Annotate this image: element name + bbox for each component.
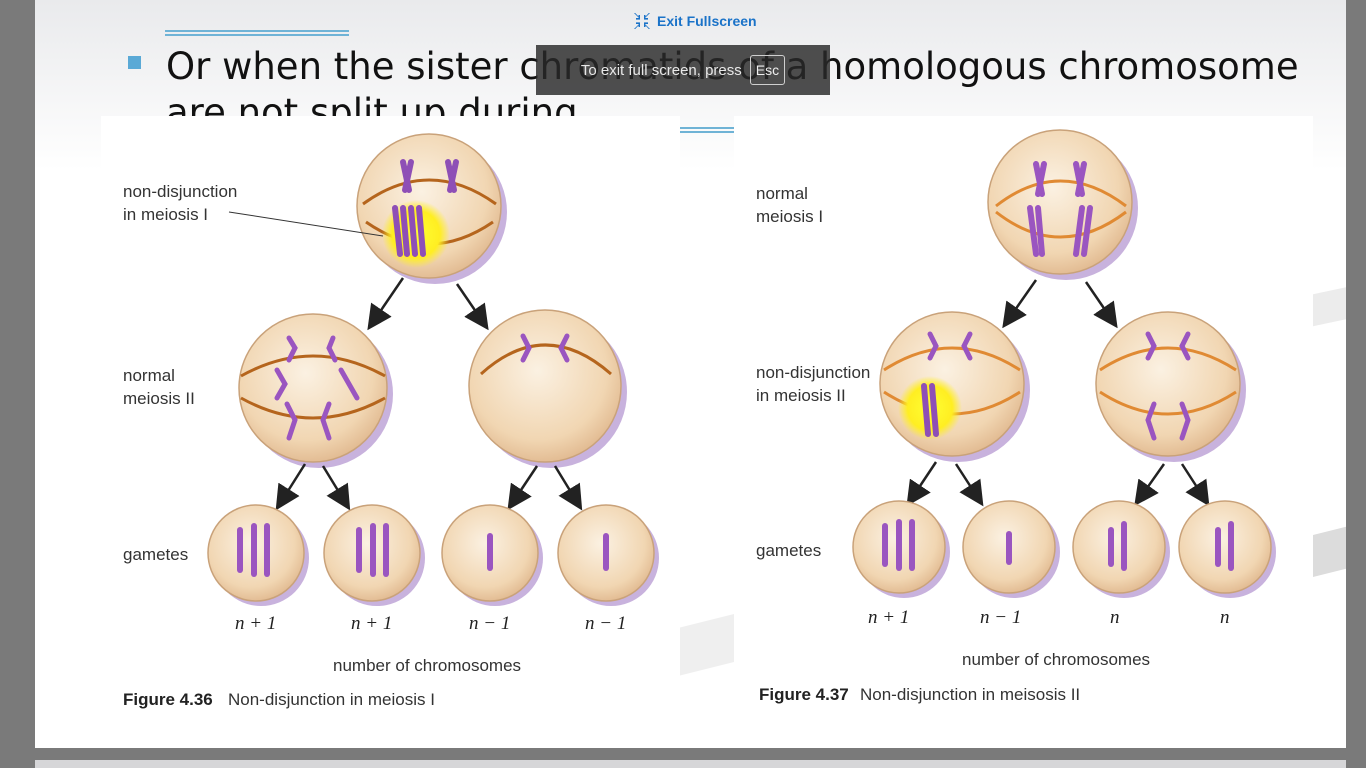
gamete-cell bbox=[852, 500, 950, 598]
title-underline bbox=[165, 30, 349, 36]
chromosome-count: n + 1 bbox=[235, 613, 276, 634]
label-in-meiosis: in meiosis I bbox=[123, 205, 208, 224]
label-non-disjunction: non-disjunction bbox=[123, 182, 237, 201]
figure-number: Figure 4.37 bbox=[759, 685, 849, 704]
gamete-cell bbox=[441, 504, 543, 606]
daughter-cell-right bbox=[468, 309, 627, 468]
exit-fullscreen-button[interactable]: Exit Fullscreen bbox=[633, 10, 757, 32]
chromosome-count: n − 1 bbox=[980, 607, 1021, 628]
label-meiosis-1: meiosis I bbox=[756, 207, 823, 226]
parent-cell bbox=[228, 133, 507, 284]
gamete-cell bbox=[962, 500, 1060, 598]
figure-caption: Non-disjunction in meiosis I bbox=[228, 690, 435, 709]
chromosome-count: n − 1 bbox=[585, 613, 626, 634]
figure-meiosis-2: normal meiosis I non-disjunction in meio… bbox=[734, 116, 1313, 720]
fullscreen-toast-text: To exit full screen, press bbox=[580, 61, 742, 79]
chromosome-count: n + 1 bbox=[351, 613, 392, 634]
label-non-disjunction: non-disjunction bbox=[756, 363, 870, 382]
decorative-shape bbox=[1313, 285, 1346, 327]
gamete-cell bbox=[1178, 500, 1276, 598]
daughter-cell-right bbox=[1095, 311, 1246, 462]
chromosome-count: n − 1 bbox=[469, 613, 510, 634]
daughter-cell-left bbox=[879, 311, 1030, 462]
decorative-shape bbox=[1313, 525, 1346, 577]
label-meiosis-2: meiosis II bbox=[123, 389, 195, 408]
chromosome-count: n bbox=[1110, 607, 1120, 628]
chromosome-count: n bbox=[1220, 607, 1230, 628]
axis-label: number of chromosomes bbox=[333, 656, 521, 675]
gamete-cell bbox=[323, 504, 425, 606]
parent-cell bbox=[987, 129, 1138, 280]
figure-meiosis-1: non-disjunction in meiosis I normal meio… bbox=[101, 116, 680, 720]
chromosome-count: n + 1 bbox=[868, 607, 909, 628]
bullet-marker bbox=[128, 56, 141, 69]
label-gametes: gametes bbox=[123, 545, 188, 564]
label-in-meiosis-2: in meiosis II bbox=[756, 386, 846, 405]
daughter-cell-left bbox=[238, 313, 393, 468]
gamete-cell bbox=[207, 504, 309, 606]
fullscreen-toast: To exit full screen, press Esc bbox=[536, 45, 830, 95]
gamete-cell bbox=[557, 504, 659, 606]
slide-bottom-strip bbox=[35, 760, 1346, 768]
figure-caption: Non-disjunction in meisosis II bbox=[860, 685, 1080, 704]
decorative-shape bbox=[680, 612, 740, 676]
highlight-glow bbox=[898, 376, 962, 440]
label-gametes: gametes bbox=[756, 541, 821, 560]
esc-key-badge: Esc bbox=[749, 55, 786, 85]
gamete-cells bbox=[852, 500, 1276, 598]
gamete-cells bbox=[207, 504, 659, 606]
exit-fullscreen-icon bbox=[633, 12, 651, 30]
label-normal: normal bbox=[756, 184, 808, 203]
exit-fullscreen-label: Exit Fullscreen bbox=[657, 13, 757, 29]
figure-divider-line bbox=[680, 127, 734, 133]
axis-label: number of chromosomes bbox=[962, 650, 1150, 669]
figure-number: Figure 4.36 bbox=[123, 690, 213, 709]
gamete-cell bbox=[1072, 500, 1170, 598]
label-normal: normal bbox=[123, 366, 175, 385]
